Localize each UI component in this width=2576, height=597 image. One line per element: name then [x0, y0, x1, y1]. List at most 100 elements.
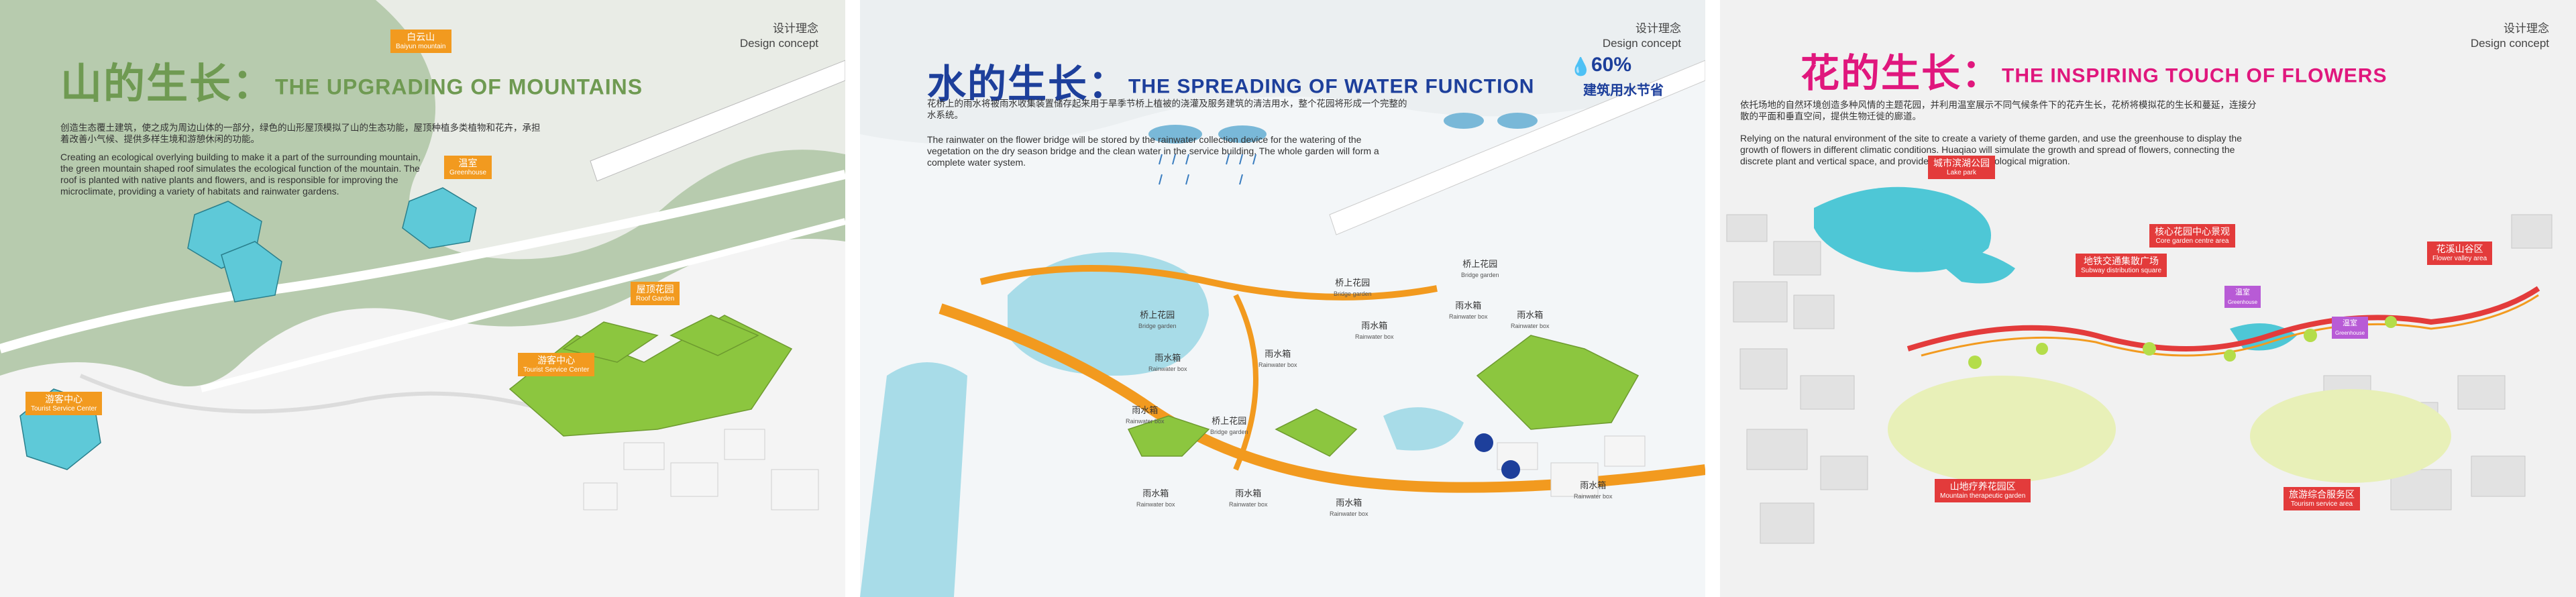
design-concept-en: Design concept [739, 37, 818, 50]
label-cn: 温室 [458, 158, 478, 168]
label-cn: 花溪山谷区 [2436, 243, 2483, 254]
label-cn: 雨水箱 [1265, 349, 1291, 359]
design-concept-heading: 设计理念 Design concept [2471, 21, 2549, 51]
mountains-paragraph-en: Creating an ecological overlying buildin… [60, 152, 421, 197]
design-concept-cn: 设计理念 [773, 22, 818, 35]
label-rainwater-box-5: 雨水箱 Rainwater box [1511, 310, 1550, 331]
label-rainwater-box-8: 雨水箱 Rainwater box [1229, 488, 1268, 510]
label-en: Rainwater box [1258, 362, 1297, 368]
mountains-title-en: THE UPGRADING OF MOUNTAINS [275, 74, 643, 99]
label-cn: 桥上花园 [1212, 416, 1247, 426]
label-cn: 旅游综合服务区 [2289, 489, 2355, 500]
label-en: Rainwater box [1355, 333, 1394, 340]
flowers-paragraph-en: Relying on the natural environment of th… [1740, 133, 2242, 166]
label-en: Bridge garden [1210, 429, 1248, 435]
label-cn: 雨水箱 [1132, 405, 1159, 415]
label-cn: 雨水箱 [1455, 301, 1482, 311]
water-title: 水的生长：THE SPREADING OF WATER FUNCTION [927, 60, 1534, 111]
label-en: Greenhouse [2228, 299, 2258, 305]
label-en: Rainwater box [1229, 501, 1268, 508]
label-cn: 雨水箱 [1580, 480, 1607, 490]
flowers-paragraph-cn: 依托场地的自然环境创造多种风情的主题花园，并利用温室展示不同气候条件下的花卉生长… [1740, 100, 2257, 121]
design-concept-heading: 设计理念 Design concept [1603, 21, 1681, 51]
label-en: Bridge garden [1138, 323, 1177, 329]
label-cn: 白云山 [407, 32, 435, 42]
label-cn: 地铁交通集散广场 [2084, 256, 2159, 266]
label-cn: 雨水箱 [1517, 310, 1544, 320]
water-paragraph-en: The rainwater on the flower bridge will … [927, 134, 1379, 168]
design-concept-en: Design concept [2470, 37, 2549, 50]
flowers-title-en: THE INSPIRING TOUCH OF FLOWERS [2002, 64, 2387, 87]
label-en: Greenhouse [449, 169, 487, 176]
label-en: Tourist Service Center [523, 366, 590, 374]
label-cn: 雨水箱 [1361, 321, 1388, 331]
label-en: Rainwater box [1136, 501, 1175, 508]
label-en: Bridge garden [1461, 272, 1499, 278]
flowers-title-cn: 花的生长： [1801, 52, 2002, 95]
water-landscape-illustration [860, 0, 1705, 597]
mountains-title: 山的生长：THE UPGRADING OF MOUNTAINS [60, 60, 643, 111]
label-cn: 核心花园中心景观 [2155, 226, 2230, 237]
label-en: Lake park [1947, 169, 1976, 176]
label-en: Rainwater box [1574, 493, 1613, 500]
mountains-panel: 设计理念 Design concept 山的生长：THE UPGRADING O… [0, 0, 845, 597]
label-cn: 雨水箱 [1235, 488, 1262, 498]
label-en: Tourism service area [2290, 500, 2353, 508]
design-concept-cn: 设计理念 [1635, 22, 1681, 35]
label-bridge-garden-2: 桥上花园 Bridge garden [1334, 278, 1372, 299]
label-en: Rainwater box [1126, 418, 1165, 425]
label-rainwater-box-1: 雨水箱 Rainwater box [1148, 353, 1187, 374]
flowers-panel: 设计理念 Design concept 花的生长：THE INSPIRING T… [1720, 0, 2576, 597]
design-concept-heading: 设计理念 Design concept [740, 21, 818, 51]
label-en: Roof Garden [636, 295, 675, 303]
label-cn: 桥上花园 [1335, 278, 1371, 288]
label-en: Rainwater box [1148, 366, 1187, 372]
flowers-title: 花的生长：THE INSPIRING TOUCH OF FLOWERS [1801, 50, 2387, 101]
flowers-landscape-illustration [1720, 0, 2576, 597]
label-en: Rainwater box [1449, 313, 1488, 320]
label-en: Tourist Service Center [31, 405, 97, 413]
label-rainwater-box-10: 雨水箱 Rainwater box [1574, 480, 1613, 502]
label-en: Mountain therapeutic garden [1940, 492, 2026, 500]
label-en: Flower valley area [2432, 255, 2487, 262]
mountains-landscape-illustration [0, 0, 845, 597]
label-en: Bridge garden [1334, 290, 1372, 297]
label-en: Baiyun mountain [396, 43, 446, 50]
mountains-title-cn: 山的生长： [60, 61, 276, 107]
label-cn: 温室 [2343, 319, 2358, 327]
label-cn: 屋顶花园 [636, 284, 674, 294]
label-cn: 游客中心 [45, 394, 83, 404]
design-concept-en: Design concept [1602, 37, 1681, 50]
label-en: Core garden centre area [2155, 237, 2229, 245]
mountains-paragraph-cn: 创造生态覆土建筑，使之成为周边山体的一部分，绿色的山形屋顶模拟了山的生态功能，屋… [60, 123, 541, 144]
label-en: Rainwater box [1511, 323, 1550, 329]
water-paragraph-cn: 花桥上的雨水将被雨水收集装置储存起来用于旱季节桥上植被的浇灌及服务建筑的清洁用水… [927, 99, 1407, 120]
label-cn: 山地疗养花园区 [1949, 481, 2016, 492]
label-rainwater-box-3: 雨水箱 Rainwater box [1355, 321, 1394, 342]
water-saving-percent: 60% [1591, 54, 1632, 76]
water-panel: 设计理念 Design concept 水的生长：THE SPREADING O… [860, 0, 1705, 597]
label-cn: 桥上花园 [1140, 310, 1175, 320]
label-cn: 游客中心 [537, 355, 576, 366]
design-concept-cn: 设计理念 [2504, 22, 2549, 35]
water-drop-icon: 💧 [1570, 56, 1592, 76]
label-bridge-garden-1: 桥上花园 Bridge garden [1138, 310, 1177, 331]
label-rainwater-box-4: 雨水箱 Rainwater box [1449, 301, 1488, 322]
water-title-cn: 水的生长： [927, 62, 1129, 106]
label-cn: 雨水箱 [1142, 488, 1169, 498]
label-cn: 雨水箱 [1155, 353, 1181, 363]
